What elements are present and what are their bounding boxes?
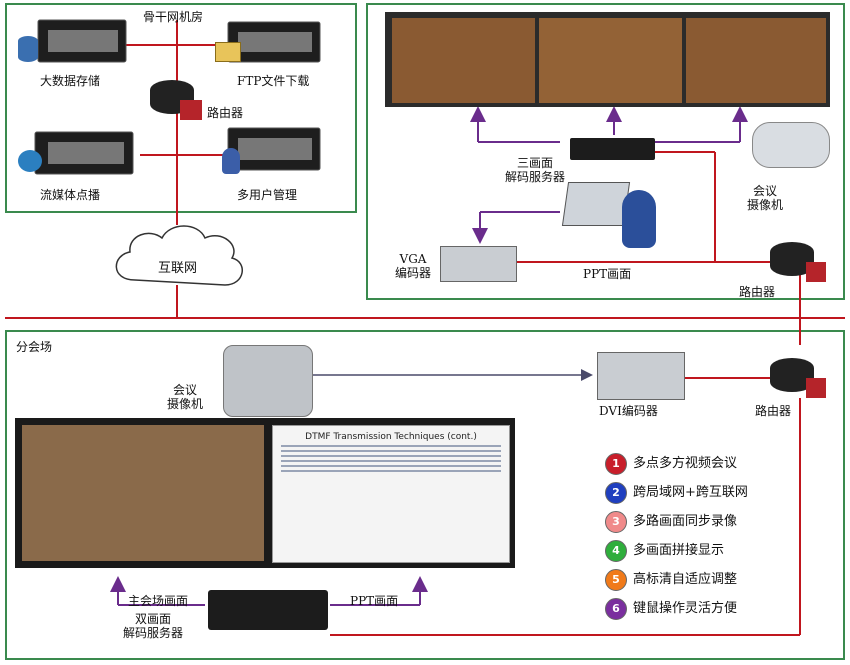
legend-badge: 5 [605,568,627,591]
streaming-label: 流媒体点播 [40,188,101,202]
triple-decoder-label: 三画面解码服务器 [504,156,565,184]
backbone-room-label: 骨干网机房 [143,10,204,24]
legend-badge: 2 [605,481,627,504]
branch-camera-icon [223,345,313,417]
legend-badge: 4 [605,539,627,562]
internet-label: 互联网 [157,261,197,276]
branch-camera-label: 会议摄像机 [166,383,203,411]
dvi-encoder-label: DVI编码器 [599,404,658,418]
branch-video-screen [22,425,264,561]
vga-encoder-device [440,246,517,282]
legend-badge: 3 [605,510,627,533]
main-feed-label: 主会场画面 [128,594,189,608]
backbone-room-panel [5,3,357,213]
big-data-label: 大数据存储 [40,74,101,88]
camera-label: 会议摄像机 [746,184,783,212]
dual-decoder-label: 双画面解码服务器 [122,612,183,640]
operator-icon [622,190,656,248]
video-screen-2 [539,18,682,103]
router-label-branch: 路由器 [755,404,792,418]
main-venue-panel [366,3,845,300]
legend-badge: 1 [605,452,627,475]
laptop-icon [561,182,631,226]
ppt-label-branch: PPT画面 [350,594,399,608]
ftp-folder-icon [215,42,241,62]
database-icon [18,36,38,62]
ppt-label-top: PPT画面 [583,267,632,281]
firewall-icon-branch [806,378,826,398]
triple-decoder-device [570,138,655,160]
firewall-icon [180,100,202,120]
video-screen-3 [686,18,826,103]
branch-ppt-screen: DTMF Transmission Techniques (cont.) [272,425,510,563]
router-label: 路由器 [207,106,244,120]
user-icon [222,148,240,174]
dvi-encoder-device [597,352,685,400]
firewall-icon-right [806,262,826,282]
dual-decoder-device [208,590,328,630]
branch-venue-panel [5,330,845,660]
router-label-right: 路由器 [739,285,776,299]
film-globe-icon [18,150,42,172]
multi-user-label: 多用户管理 [237,188,298,202]
conference-camera-icon [752,122,830,168]
video-screen-1 [392,18,535,103]
legend-badge: 6 [605,597,627,620]
branch-title: 分会场 [16,340,53,354]
ftp-label: FTP文件下载 [237,74,310,88]
